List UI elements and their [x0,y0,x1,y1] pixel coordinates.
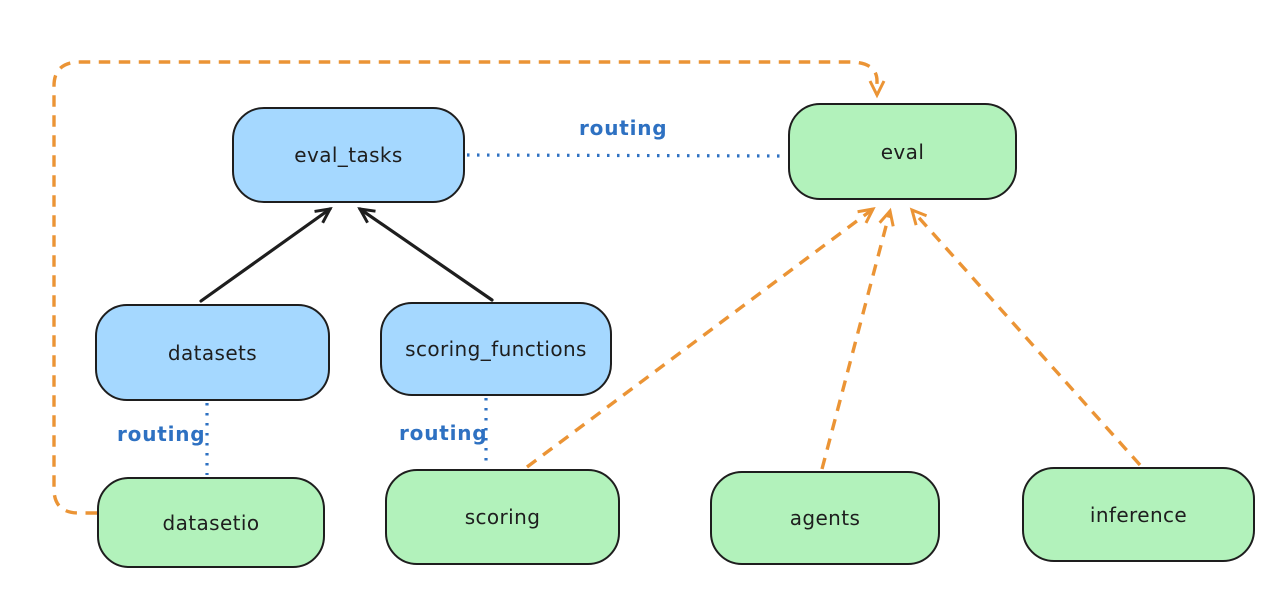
node-datasets: datasets [95,304,330,401]
node-eval: eval [788,103,1017,200]
node-scoring-functions: scoring_functions [380,302,612,396]
node-scoring-functions-label: scoring_functions [405,337,587,361]
node-eval-label: eval [880,139,925,164]
node-datasets-label: datasets [167,340,258,365]
edge-datasetio-to-eval-loop-arrow [52,60,886,515]
node-datasetio-label: datasetio [162,510,260,535]
node-inference-label: inference [1089,502,1188,527]
node-eval-tasks: eval_tasks [232,107,465,203]
node-agents-label: agents [789,506,861,530]
node-scoring-label: scoring [464,505,541,529]
edge-datasets-to-eval-tasks-arrow [199,207,333,303]
node-scoring: scoring [385,469,620,565]
node-eval-tasks-label: eval_tasks [294,143,403,167]
edge-inference-to-eval-arrow [909,207,1142,467]
routing-label-datasets-datasetio: routing [117,422,206,446]
node-inference: inference [1022,467,1255,562]
edge-eval-tasks-to-eval-routing-line [466,153,787,158]
edge-scoring-functions-to-eval-tasks-arrow [357,207,494,302]
routing-label-scoring-functions-scoring: routing [399,421,488,445]
node-datasetio: datasetio [97,477,325,568]
edge-agents-to-eval-arrow [820,207,895,470]
node-agents: agents [710,471,940,565]
routing-label-eval-tasks-eval: routing [579,116,668,140]
